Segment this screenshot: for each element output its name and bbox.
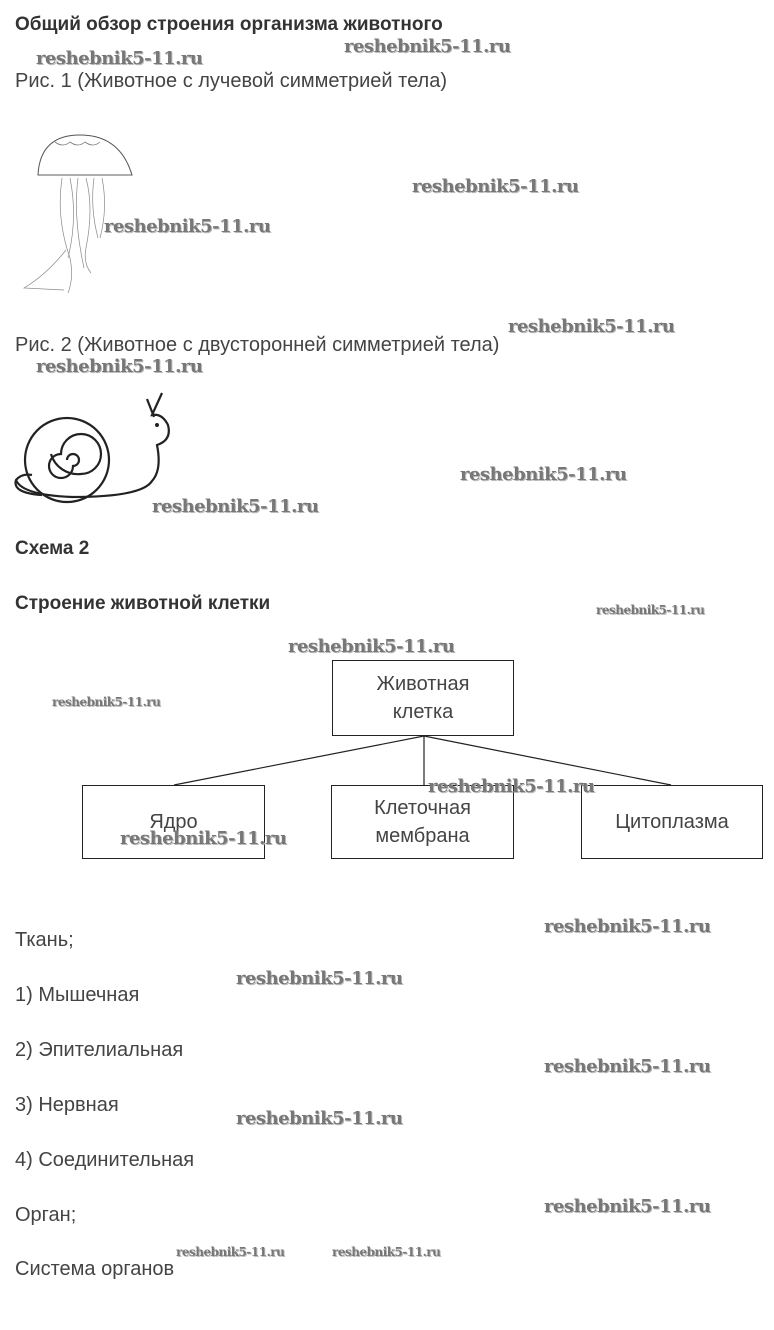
- watermark: reshebnik5-11.ru: [344, 36, 511, 57]
- watermark: reshebnik5-11.ru: [544, 1196, 711, 1217]
- watermark: reshebnik5-11.ru: [152, 496, 319, 517]
- watermark: reshebnik5-11.ru: [412, 176, 579, 197]
- watermark: reshebnik5-11.ru: [428, 776, 595, 797]
- watermark: reshebnik5-11.ru: [52, 695, 161, 709]
- watermark: reshebnik5-11.ru: [332, 1245, 441, 1259]
- watermark: reshebnik5-11.ru: [36, 356, 203, 377]
- list-item: 4) Соединительная: [15, 1149, 195, 1171]
- watermark: reshebnik5-11.ru: [176, 1245, 285, 1259]
- figure-1-caption: Рис. 1 (Животное с лучевой симметрией те…: [15, 70, 448, 92]
- watermark: reshebnik5-11.ru: [460, 464, 627, 485]
- scheme-title: Строение животной клетки: [15, 593, 271, 614]
- watermark: reshebnik5-11.ru: [104, 216, 271, 237]
- jellyfish-illustration: [22, 134, 133, 294]
- snail-illustration: [14, 392, 170, 504]
- page-title: Общий обзор строения организма животного: [15, 14, 443, 35]
- figure-2-caption: Рис. 2 (Животное с двусторонней симметри…: [15, 334, 500, 356]
- watermark: reshebnik5-11.ru: [508, 316, 675, 337]
- organ-label: Орган;: [15, 1204, 77, 1226]
- watermark: reshebnik5-11.ru: [544, 1056, 711, 1077]
- watermark: reshebnik5-11.ru: [288, 636, 455, 657]
- scheme-label: Схема 2: [15, 538, 90, 559]
- diagram-node-nucleus: Ядро: [82, 785, 265, 859]
- diagram-node-cytoplasm: Цитоплазма: [581, 785, 763, 859]
- list-item: 1) Мышечная: [15, 984, 140, 1006]
- list-item: 3) Нервная: [15, 1094, 119, 1116]
- list-item: 2) Эпителиальная: [15, 1039, 184, 1061]
- watermark: reshebnik5-11.ru: [120, 828, 287, 849]
- diagram-node-membrane: Клеточная мембрана: [331, 785, 514, 859]
- watermark: reshebnik5-11.ru: [596, 603, 705, 617]
- watermark: reshebnik5-11.ru: [36, 48, 203, 69]
- watermark: reshebnik5-11.ru: [544, 916, 711, 937]
- diagram-root-node: Животная клетка: [332, 660, 514, 736]
- organ-system-label: Система органов: [15, 1258, 175, 1280]
- tissue-heading: Ткань;: [15, 929, 74, 951]
- watermark: reshebnik5-11.ru: [236, 1108, 403, 1129]
- diagram-connectors: [173, 735, 672, 786]
- watermark: reshebnik5-11.ru: [236, 968, 403, 989]
